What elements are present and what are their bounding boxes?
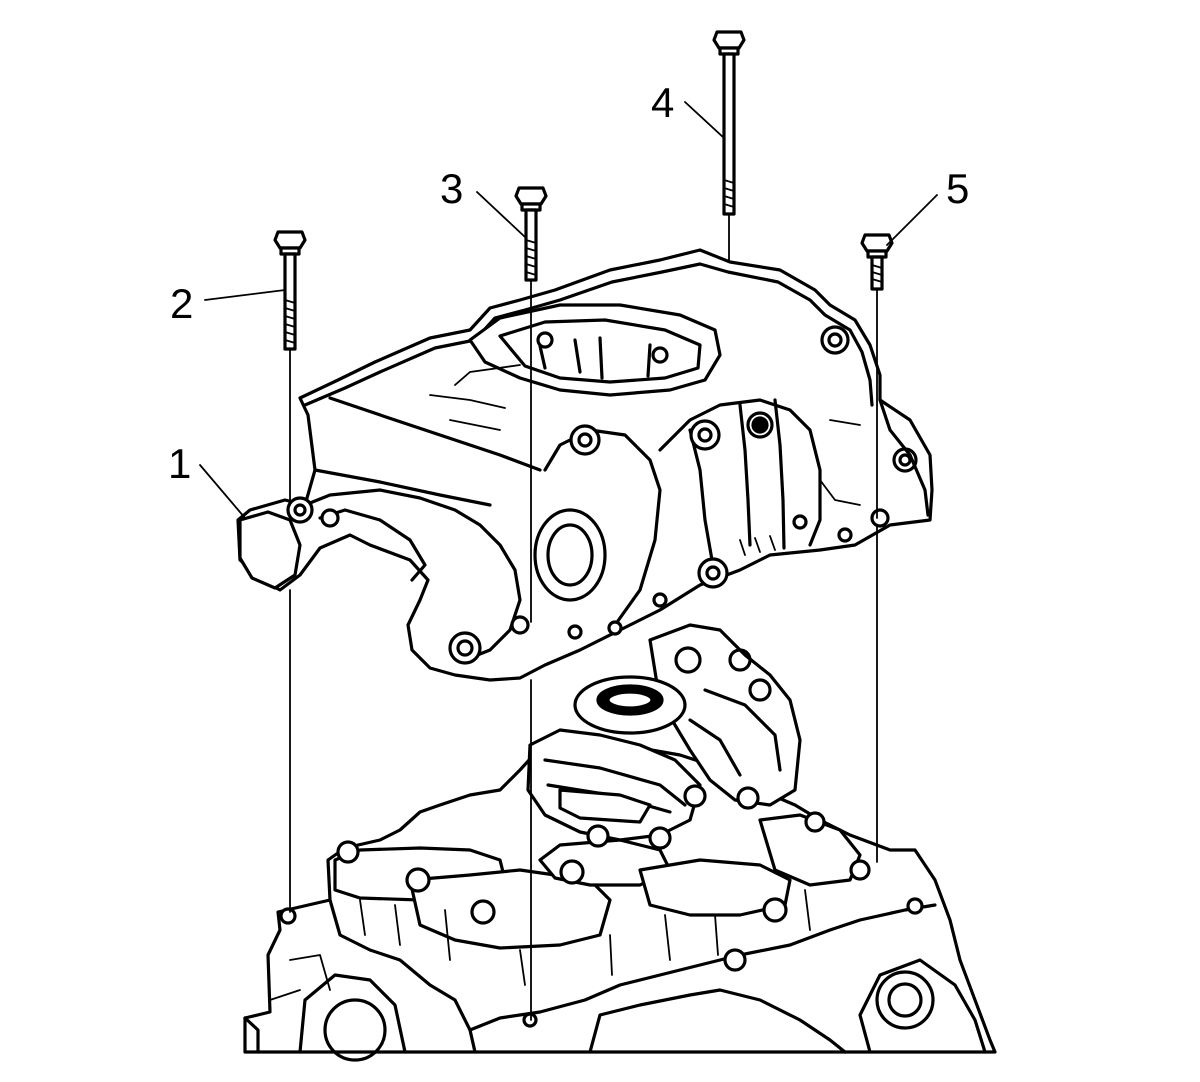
leader-lines: [199, 101, 938, 519]
callout-1: 1: [168, 440, 191, 487]
callout-5: 5: [946, 165, 969, 212]
block-bolt-heads: [279, 784, 924, 1028]
callout-3: 3: [440, 165, 463, 212]
oil-pan-upper-housing: [236, 248, 934, 682]
engine-block-lower: [243, 623, 997, 1062]
bolt-3: [514, 186, 548, 1021]
bolt-2: [273, 230, 307, 913]
callout-4: 4: [651, 79, 674, 126]
bolt-4: [712, 30, 746, 263]
callout-2: 2: [170, 280, 193, 327]
bolt-5: [860, 233, 894, 863]
